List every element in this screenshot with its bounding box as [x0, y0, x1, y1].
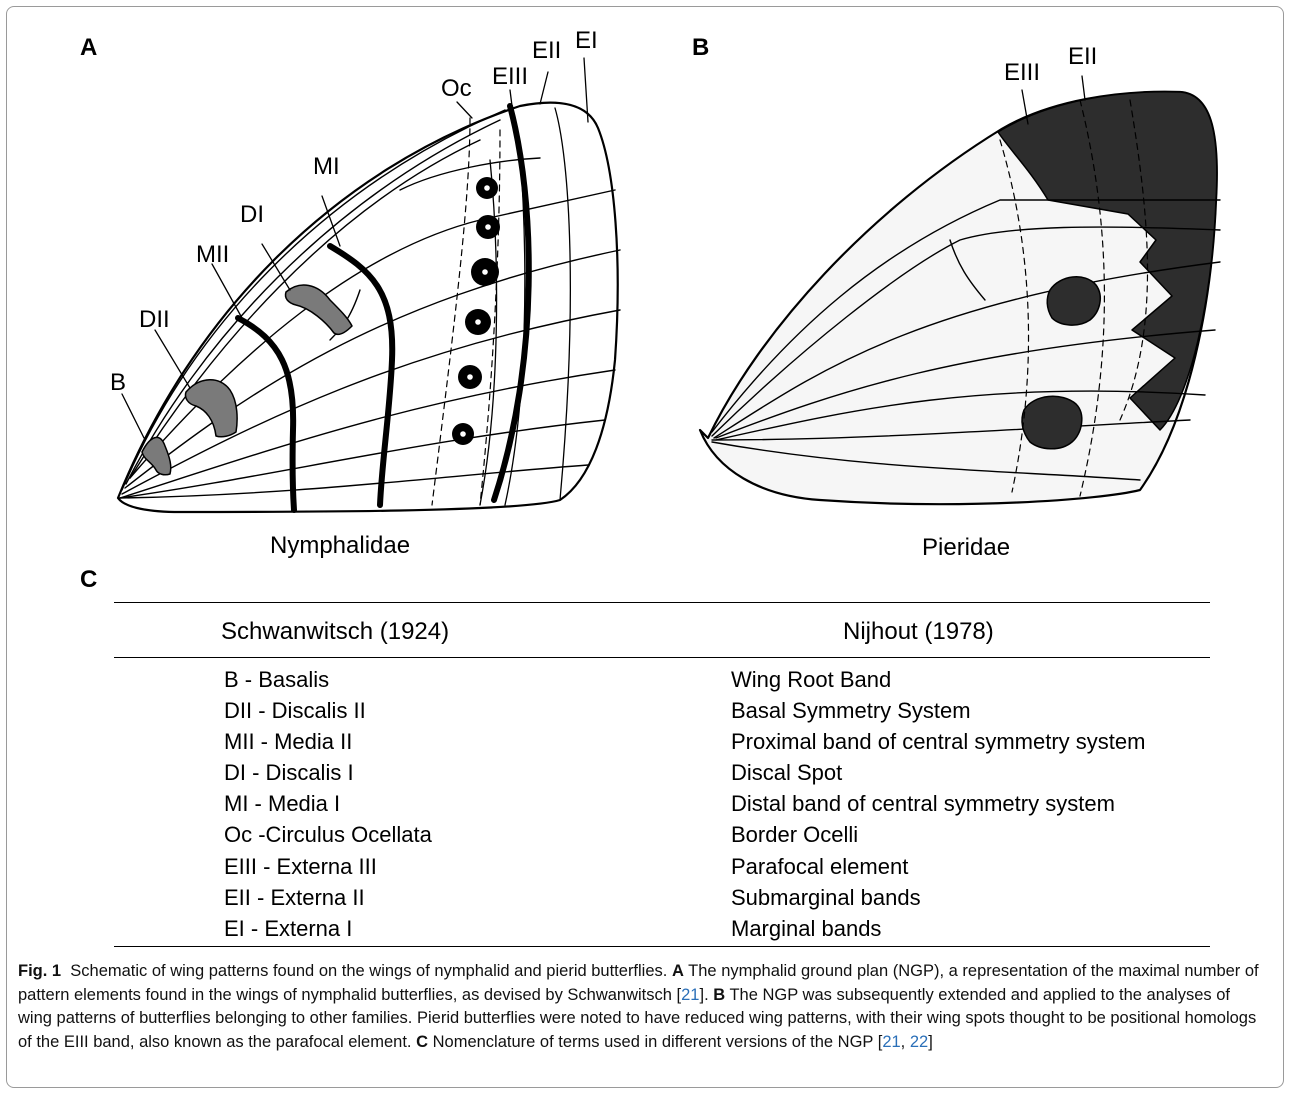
- caption-c-label: C: [416, 1033, 428, 1051]
- wing-diagrams: Oc EIII EII EI MI DI MII DII B: [0, 0, 1290, 600]
- table-header-nijhout: Nijhout (1978): [843, 618, 994, 646]
- family-label-pieridae: Pieridae: [922, 534, 1010, 562]
- caption-ref-link[interactable]: 21: [681, 986, 699, 1004]
- label-eii-a: EII: [532, 37, 561, 64]
- caption-a-end: ].: [699, 986, 708, 1004]
- table-cell-right: Distal band of central symmetry system: [731, 792, 1115, 816]
- label-eii-b: EII: [1068, 43, 1097, 70]
- table-cell-right: Proximal band of central symmetry system: [731, 730, 1145, 754]
- caption-c-end: ]: [928, 1033, 933, 1051]
- table-top-rule: [114, 602, 1210, 603]
- caption-a-label: A: [672, 962, 684, 980]
- pierid-wing: [700, 76, 1220, 504]
- table-cell-right: Parafocal element: [731, 855, 908, 879]
- table-cell-right: Marginal bands: [731, 917, 881, 941]
- caption-c-text: Nomenclature of terms used in different …: [433, 1033, 883, 1051]
- label-mi: MI: [313, 153, 340, 180]
- pierid-spot-upper: [1047, 277, 1100, 325]
- caption-label: Fig. 1: [18, 962, 61, 980]
- table-cell-left: EI - Externa I: [224, 917, 352, 941]
- table-cell-left: DI - Discalis I: [224, 761, 354, 785]
- table-cell-right: Submarginal bands: [731, 886, 921, 910]
- label-mii: MII: [196, 241, 229, 268]
- table-header-rule: [114, 657, 1210, 658]
- figure-caption: Fig. 1 Schematic of wing patterns found …: [18, 960, 1268, 1054]
- table-cell-right: Discal Spot: [731, 761, 842, 785]
- label-ei: EI: [575, 27, 598, 54]
- table-cell-left: MI - Media I: [224, 792, 340, 816]
- caption-ref-link[interactable]: 22: [910, 1033, 928, 1051]
- table-cell-left: Oc -Circulus Ocellata: [224, 823, 432, 847]
- table-bottom-rule: [114, 946, 1210, 947]
- label-eiii-b: EIII: [1004, 59, 1040, 86]
- table-cell-right: Wing Root Band: [731, 668, 891, 692]
- table-header-schwanwitsch: Schwanwitsch (1924): [221, 618, 449, 646]
- table-cell-right: Basal Symmetry System: [731, 699, 971, 723]
- pierid-spot-lower: [1022, 396, 1082, 448]
- caption-ref-link[interactable]: 21: [882, 1033, 900, 1051]
- table-cell-right: Border Ocelli: [731, 823, 858, 847]
- label-b: B: [110, 369, 126, 396]
- table-cell-left: EIII - Externa III: [224, 855, 377, 879]
- caption-c-sep: ,: [901, 1033, 910, 1051]
- table-cell-left: EII - Externa II: [224, 886, 365, 910]
- table-cell-left: MII - Media II: [224, 730, 352, 754]
- nymphalid-wing: [118, 58, 620, 512]
- caption-b-label: B: [713, 986, 725, 1004]
- family-label-nymphalidae: Nymphalidae: [270, 532, 410, 560]
- table-cell-left: B - Basalis: [224, 668, 329, 692]
- label-oc: Oc: [441, 75, 472, 102]
- table-cell-left: DII - Discalis II: [224, 699, 366, 723]
- label-di: DI: [240, 201, 264, 228]
- label-dii: DII: [139, 306, 170, 333]
- caption-intro: Schematic of wing patterns found on the …: [70, 962, 667, 980]
- nymphalid-wing-outline: [118, 103, 618, 512]
- label-eiii-a: EIII: [492, 63, 528, 90]
